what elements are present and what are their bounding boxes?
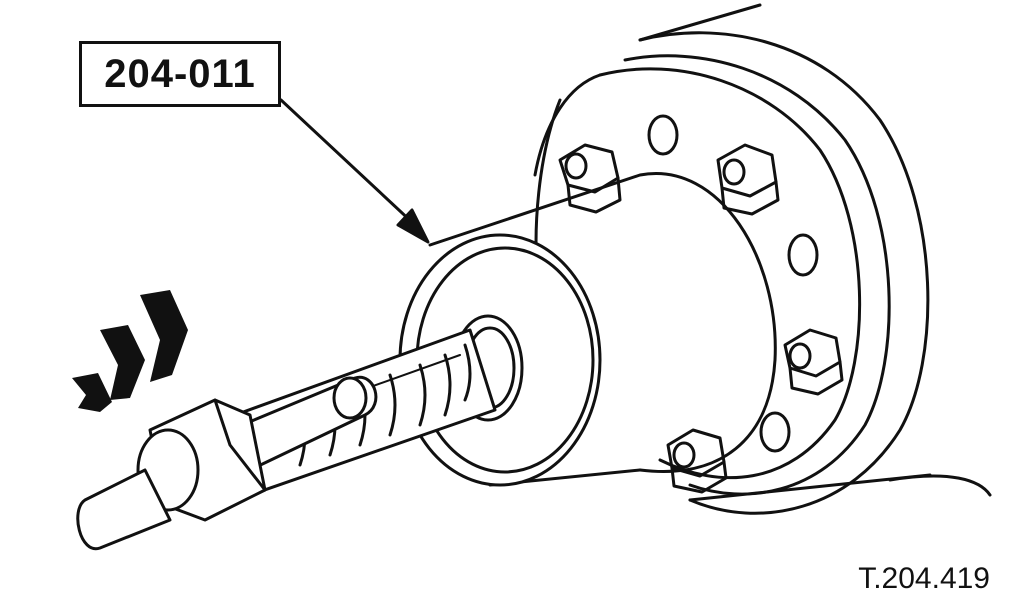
motion-arrows (72, 290, 188, 412)
wheel-hub (533, 3, 992, 515)
tool-number-label: 204-011 (104, 51, 256, 96)
slide-handle (76, 375, 378, 551)
wheel-nuts (558, 143, 844, 494)
stud-holes (647, 114, 819, 453)
leader-arrow (279, 98, 430, 244)
tool-number-callout: 204-011 (79, 41, 281, 107)
figure-reference: T.204.419 (858, 562, 990, 595)
